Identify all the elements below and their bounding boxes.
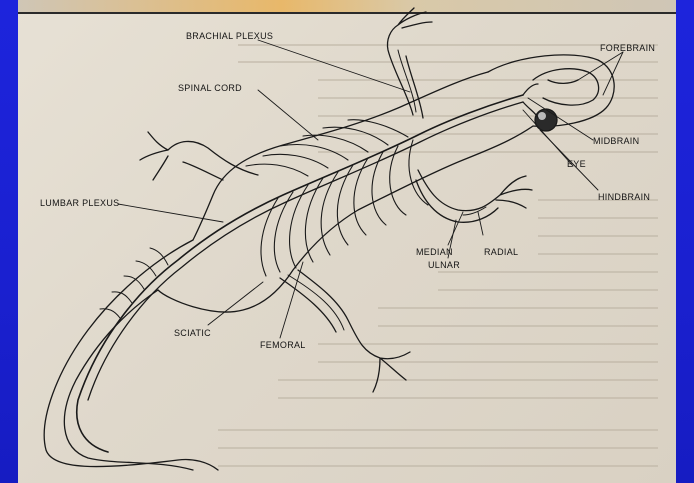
lizard-nervous-system-drawing [18, 0, 676, 483]
label-lumbar-plexus: LUMBAR PLEXUS [40, 198, 119, 208]
label-radial: RADIAL [484, 247, 518, 257]
front-leg-lower [416, 170, 532, 222]
label-forebrain: FOREBRAIN [600, 43, 655, 53]
brain-forebrain [533, 69, 599, 105]
lizard-body-outline [158, 55, 614, 312]
label-hindbrain: HINDBRAIN [598, 192, 650, 202]
label-spinal-cord: SPINAL CORD [178, 83, 242, 93]
lizard-tail [44, 240, 218, 470]
label-eye: EYE [567, 159, 586, 169]
textbook-photo: BRACHIAL PLEXUS SPINAL CORD FOREBRAIN MI… [18, 0, 676, 483]
label-femoral: FEMORAL [260, 340, 306, 350]
label-ulnar: ULNAR [428, 260, 460, 270]
hind-leg-upper [140, 132, 258, 180]
label-brachial-plexus: BRACHIAL PLEXUS [186, 31, 273, 41]
label-sciatic: SCIATIC [174, 328, 211, 338]
label-median: MEDIAN [416, 247, 453, 257]
hind-leg-lower [280, 270, 410, 392]
label-midbrain: MIDBRAIN [593, 136, 639, 146]
